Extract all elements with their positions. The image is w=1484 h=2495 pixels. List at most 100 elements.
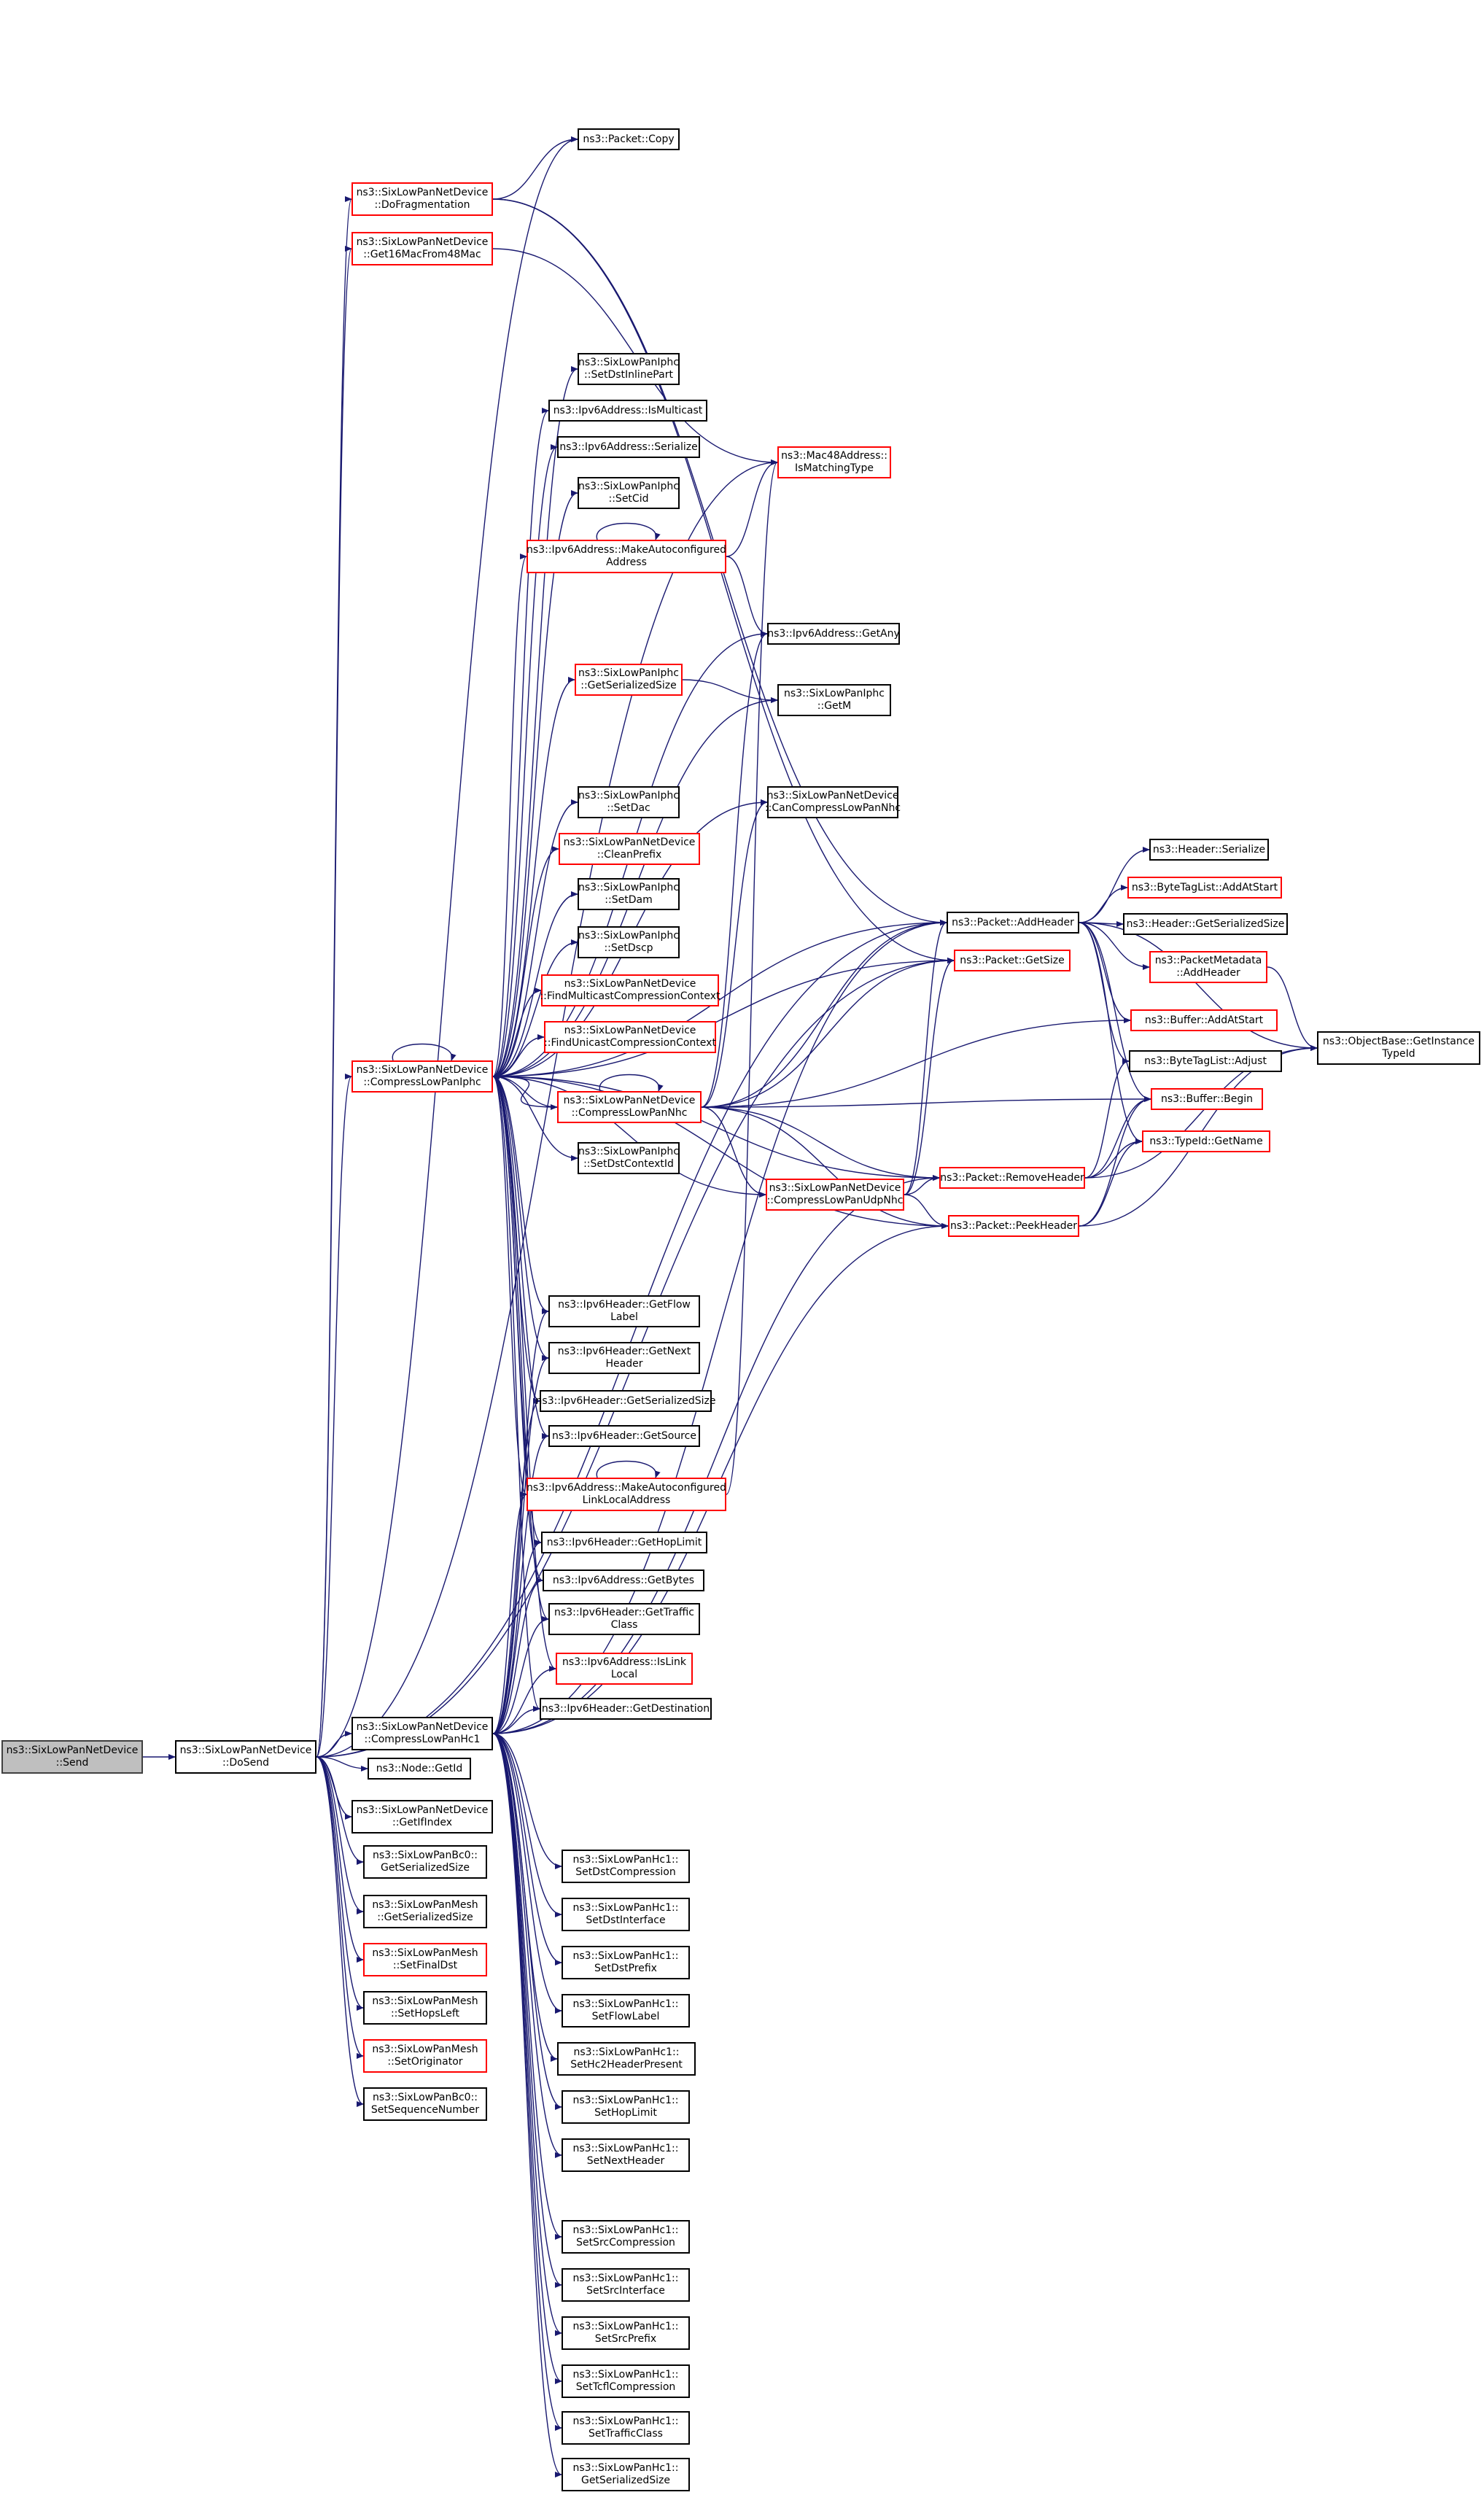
node-getsource[interactable]: ns3::Ipv6Header::GetSource — [548, 1425, 700, 1447]
node-hc1dstprefix[interactable]: ns3::SixLowPanHc1::SetDstPrefix — [562, 1946, 690, 1979]
node-typegetname[interactable]: ns3::TypeId::GetName — [1142, 1130, 1270, 1152]
node-pmaddheader[interactable]: ns3::PacketMetadata::AddHeader — [1149, 951, 1267, 983]
node-getbytes[interactable]: ns3::Ipv6Address::GetBytes — [543, 1569, 704, 1591]
node-getifindex[interactable]: ns3::SixLowPanNetDevice::GetIfIndex — [351, 1800, 493, 1834]
node-serialize6[interactable]: ns3::Ipv6Address::Serialize — [557, 436, 700, 458]
node-iphcgetser[interactable]: ns3::SixLowPanIphc::GetSerializedSize — [575, 664, 683, 696]
edge-addheader-to-btaddatstart — [1079, 885, 1128, 923]
edge-compnhc-to-cancomp — [701, 799, 768, 1108]
node-nodegetid[interactable]: ns3::Node::GetId — [368, 1758, 471, 1780]
node-cleanprefix[interactable]: ns3::SixLowPanNetDevice::CleanPrefix — [559, 833, 700, 865]
node-label-line: ::CleanPrefix — [597, 849, 662, 861]
edge-comphc1-to-hc1dstcomp — [492, 1733, 562, 1869]
edge-dosend-to-addheader — [316, 920, 947, 1758]
node-comphc1[interactable]: ns3::SixLowPanNetDevice::CompressLowPanH… — [351, 1717, 493, 1750]
edge-pmaddheader-to-getinstance — [1267, 966, 1318, 1051]
node-label-line: ns3::ObjectBase::GetInstance — [1322, 1036, 1475, 1047]
node-label-line: ns3::Ipv6Header::GetFlow — [558, 1299, 691, 1311]
node-hc1hc2[interactable]: ns3::SixLowPanHc1::SetHc2HeaderPresent — [557, 2042, 696, 2076]
node-gethoplimit[interactable]: ns3::Ipv6Header::GetHopLimit — [541, 1532, 707, 1553]
node-label-line: SetSequenceNumber — [370, 2104, 480, 2116]
node-peekheader[interactable]: ns3::Packet::PeekHeader — [948, 1215, 1079, 1237]
node-removeheader[interactable]: ns3::Packet::RemoveHeader — [939, 1167, 1085, 1189]
node-cancomp[interactable]: ns3::SixLowPanNetDevice::CanCompressLowP… — [765, 786, 901, 818]
node-dosend[interactable]: ns3::SixLowPanNetDevice::DoSend — [175, 1740, 316, 1774]
node-setseqnum[interactable]: ns3::SixLowPanBc0::SetSequenceNumber — [363, 2087, 487, 2121]
node-hc1dstif[interactable]: ns3::SixLowPanHc1::SetDstInterface — [562, 1898, 690, 1931]
node-addheader[interactable]: ns3::Packet::AddHeader — [947, 912, 1079, 934]
node-hc1srcprefix[interactable]: ns3::SixLowPanHc1::SetSrcPrefix — [562, 2316, 690, 2350]
node-label-line: ns3::SixLowPanHc1:: — [572, 2095, 679, 2106]
node-ismulticast[interactable]: ns3::Ipv6Address::IsMulticast — [548, 400, 707, 422]
node-getm[interactable]: ns3::SixLowPanIphc::GetM — [777, 684, 891, 716]
node-label-line: ns3::TypeId::GetName — [1149, 1135, 1263, 1147]
node-dofrag[interactable]: ns3::SixLowPanNetDevice::DoFragmentation — [351, 182, 493, 216]
node-setdac[interactable]: ns3::SixLowPanIphc::SetDac — [578, 786, 680, 818]
node-getany[interactable]: ns3::Ipv6Address::GetAny — [767, 623, 900, 645]
node-label-line: ns3::Mac48Address:: — [781, 450, 887, 462]
node-compnhc[interactable]: ns3::SixLowPanNetDevice::CompressLowPanN… — [557, 1091, 702, 1123]
node-compudp[interactable]: ns3::SixLowPanNetDevice::CompressLowPanU… — [766, 1179, 904, 1211]
node-setoriginator[interactable]: ns3::SixLowPanMesh::SetOriginator — [363, 2039, 487, 2073]
node-hc1srcif[interactable]: ns3::SixLowPanHc1::SetSrcInterface — [562, 2268, 690, 2302]
node-label-line: ns3::Ipv6Address::IsMulticast — [553, 404, 703, 416]
node-hc1traffic[interactable]: ns3::SixLowPanHc1::SetTrafficClass — [562, 2411, 690, 2445]
node-sethopsleft[interactable]: ns3::SixLowPanMesh::SetHopsLeft — [363, 1991, 487, 2025]
node-hc1getser[interactable]: ns3::SixLowPanHc1::GetSerializedSize — [562, 2458, 690, 2491]
edge-compnhc-to-getsize — [701, 958, 955, 1108]
node-hgetser[interactable]: ns3::Header::GetSerializedSize — [1123, 913, 1288, 935]
edge-dosend-to-setseqnum — [316, 1756, 364, 2107]
node-meshgetser[interactable]: ns3::SixLowPanMesh::GetSerializedSize — [363, 1895, 487, 1928]
node-get16[interactable]: ns3::SixLowPanNetDevice::Get16MacFrom48M… — [351, 232, 493, 265]
node-v6hgetser[interactable]: ns3::Ipv6Header::GetSerializedSize — [536, 1390, 715, 1412]
node-bufaddatstart[interactable]: ns3::Buffer::AddAtStart — [1130, 1009, 1278, 1031]
node-setdstinline[interactable]: ns3::SixLowPanIphc::SetDstInlinePart — [578, 353, 680, 385]
node-label-line: SetSrcInterface — [586, 2285, 665, 2297]
node-getsize[interactable]: ns3::Packet::GetSize — [954, 950, 1071, 971]
node-findmc[interactable]: ns3::SixLowPanNetDevice::FindMulticastCo… — [540, 974, 720, 1006]
node-setcid[interactable]: ns3::SixLowPanIphc::SetCid — [578, 477, 680, 509]
node-label-line: GetSerializedSize — [580, 2475, 671, 2486]
edge-comphc1-to-hc1srccomp — [492, 1733, 562, 2240]
node-label-line: ns3::SixLowPanBc0:: — [372, 2092, 478, 2103]
node-hc1tcfl[interactable]: ns3::SixLowPanHc1::SetTcflCompression — [562, 2364, 690, 2398]
node-hc1flow[interactable]: ns3::SixLowPanHc1::SetFlowLabel — [562, 1994, 690, 2028]
node-hserialize[interactable]: ns3::Header::Serialize — [1149, 839, 1269, 861]
node-hc1next[interactable]: ns3::SixLowPanHc1::SetNextHeader — [562, 2138, 690, 2172]
node-hc1srccomp[interactable]: ns3::SixLowPanHc1::SetSrcCompression — [562, 2220, 690, 2254]
edge-comphc1-to-hc1srcif — [492, 1733, 562, 2288]
node-setdam[interactable]: ns3::SixLowPanIphc::SetDam — [578, 878, 680, 910]
edge-dosend-to-setoriginator — [316, 1756, 364, 2059]
node-setfinaldst[interactable]: ns3::SixLowPanMesh::SetFinalDst — [363, 1943, 487, 1976]
node-btaddatstart[interactable]: ns3::ByteTagList::AddAtStart — [1127, 877, 1282, 899]
node-getdest[interactable]: ns3::Ipv6Header::GetDestination — [540, 1698, 712, 1720]
node-label-line: ns3::SixLowPanNetDevice — [356, 1721, 489, 1733]
node-finduc[interactable]: ns3::SixLowPanNetDevice::FindUnicastComp… — [544, 1021, 716, 1053]
node-btadjust[interactable]: ns3::ByteTagList::Adjust — [1129, 1050, 1282, 1072]
node-setdscp[interactable]: ns3::SixLowPanIphc::SetDscp — [578, 926, 680, 958]
edge-compiphc-to-removeheader — [492, 1076, 940, 1181]
node-label-line: ns3::SixLowPanNetDevice — [563, 837, 696, 848]
node-bc0getser[interactable]: ns3::SixLowPanBc0::GetSerializedSize — [363, 1845, 487, 1879]
node-label-line: ns3::SixLowPanHc1:: — [572, 1854, 679, 1866]
node-label-line: ns3::SixLowPanIphc — [578, 357, 679, 368]
edge-compudp-to-removeheader — [904, 1175, 940, 1195]
node-hc1hop[interactable]: ns3::SixLowPanHc1::SetHopLimit — [562, 2090, 690, 2124]
edge-compiphc-to-getsource — [492, 1076, 549, 1439]
node-setdstctx[interactable]: ns3::SixLowPanIphc::SetDstContextId — [578, 1142, 680, 1174]
node-hc1dstcomp[interactable]: ns3::SixLowPanHc1::SetDstCompression — [562, 1850, 690, 1883]
edge-addheader-to-bufbegin — [1079, 922, 1151, 1102]
node-compiphc[interactable]: ns3::SixLowPanNetDevice::CompressLowPanI… — [351, 1060, 493, 1093]
edge-compnhc-to-getany — [701, 631, 768, 1108]
edge-compnhc-to-peekheader — [701, 1106, 949, 1229]
node-ismatching[interactable]: ns3::Mac48Address::IsMatchingType — [777, 446, 891, 478]
node-bufbegin[interactable]: ns3::Buffer::Begin — [1151, 1088, 1263, 1110]
node-copy[interactable]: ns3::Packet::Copy — [578, 128, 680, 150]
